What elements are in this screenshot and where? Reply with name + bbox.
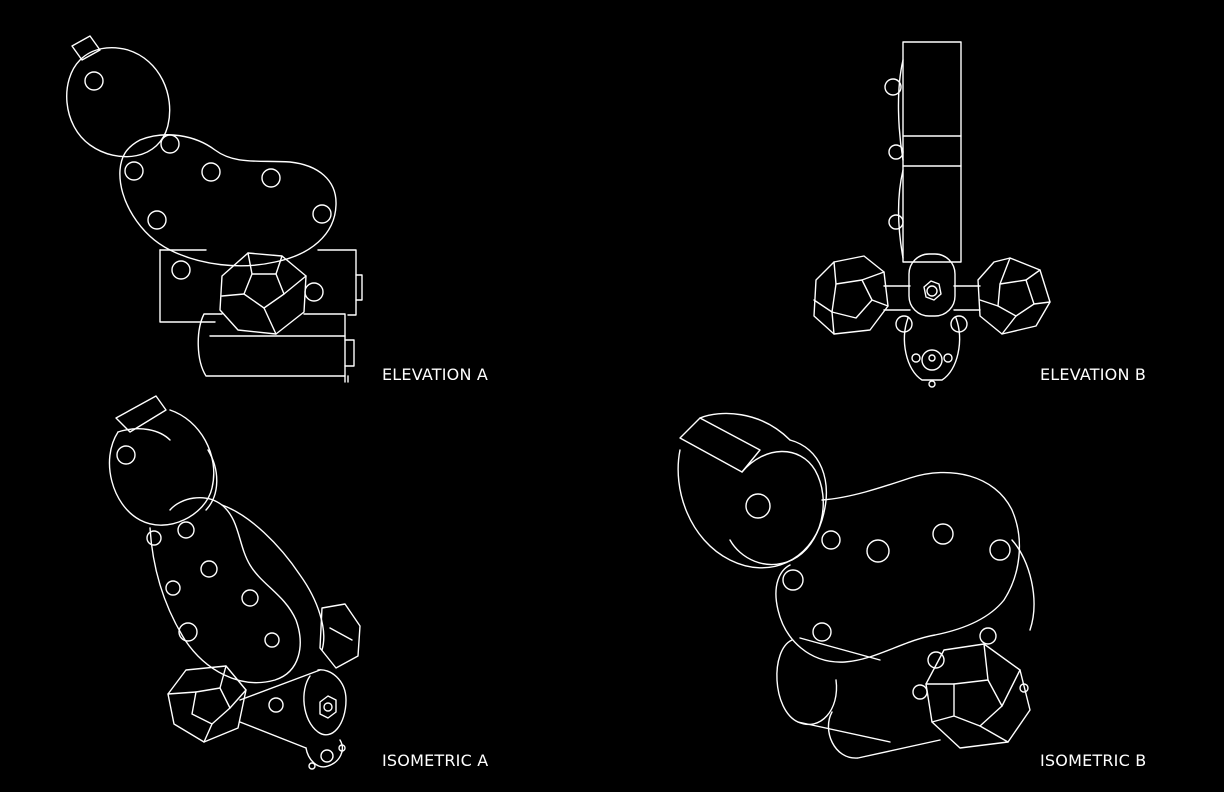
elevation-a-label: ELEVATION A <box>382 365 489 384</box>
elevation-a-drawing <box>66 35 363 383</box>
isometric-b-label: ISOMETRIC B <box>1040 751 1147 770</box>
isometric-b-drawing <box>677 412 1035 759</box>
elevation-b-drawing <box>813 41 1051 388</box>
elevation-b-label: ELEVATION B <box>1040 365 1147 384</box>
isometric-a-drawing <box>108 395 361 770</box>
isometric-a-label: ISOMETRIC A <box>382 751 489 770</box>
